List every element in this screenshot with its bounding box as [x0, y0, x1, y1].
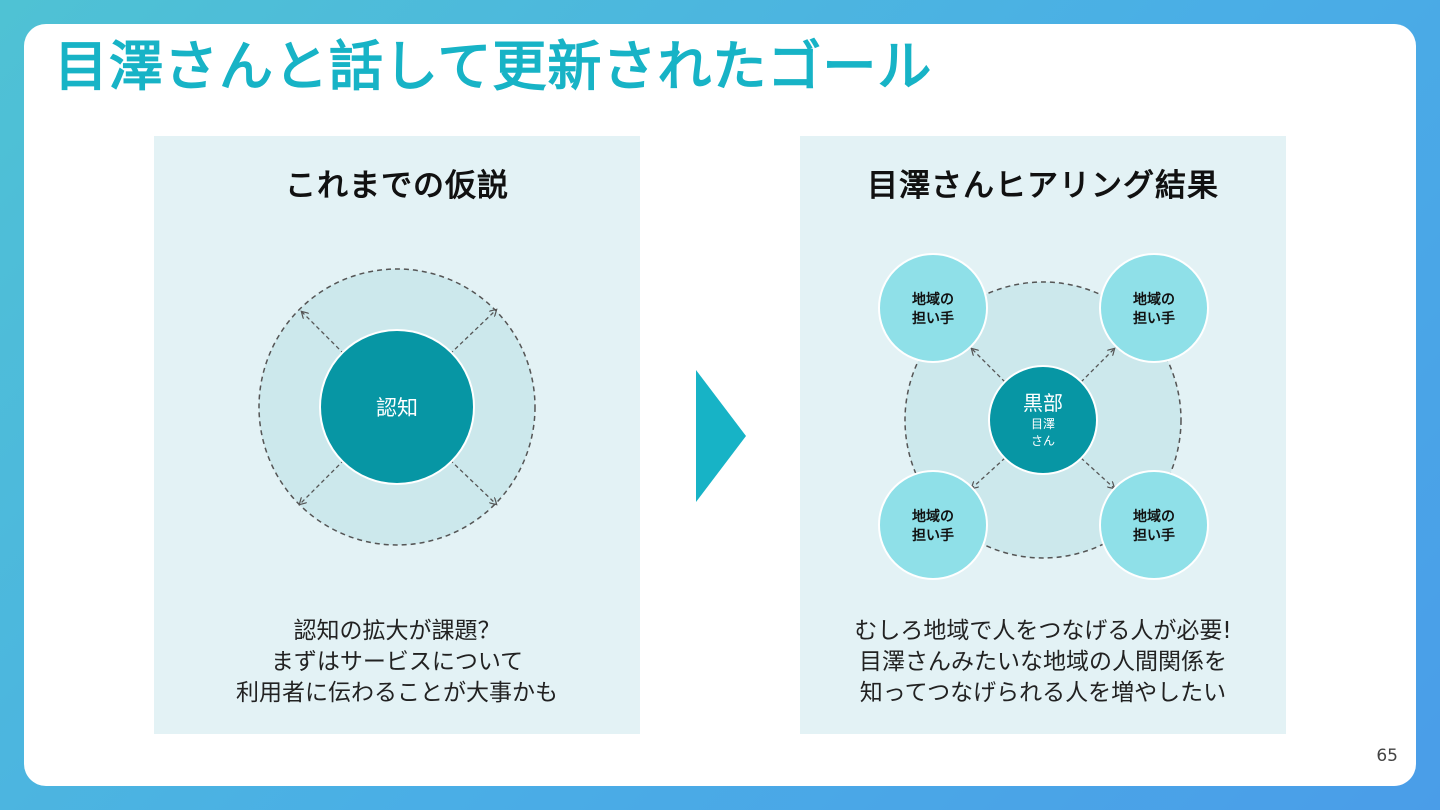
- san-label: さん: [1031, 434, 1055, 448]
- kurobe-circle: [988, 365, 1098, 475]
- node-label: 担い手: [912, 310, 954, 327]
- hypothesis-line: 認知の拡大が課題？: [293, 618, 501, 644]
- arrow-down-right: [1080, 457, 1114, 488]
- interview-heading: 目澤さんヒアリング結果: [867, 168, 1219, 204]
- node-bottom-left: 地域の 担い手: [878, 470, 988, 580]
- arrow-down-left: [300, 459, 345, 504]
- awareness-diagram: 認知: [258, 268, 536, 546]
- node-bottom-right: 地域の 担い手: [1099, 470, 1209, 580]
- arrow-up-left: [972, 349, 1006, 383]
- mezawa-label: 目澤: [1031, 417, 1055, 431]
- transition-arrow-icon: [696, 370, 746, 502]
- node-top-right: 地域の 担い手: [1099, 253, 1209, 363]
- hypothesis-panel: これまでの仮説 認知 認知の拡大が課題？ まずはサービスについて 利用者に伝わる…: [154, 136, 640, 734]
- node-label: 地域の: [1133, 291, 1175, 308]
- hypothesis-description: 認知の拡大が課題？ まずはサービスについて 利用者に伝わることが大事かも: [154, 616, 640, 709]
- kurobe-label: 黒部: [1023, 391, 1063, 415]
- hypothesis-heading: これまでの仮説: [285, 168, 509, 204]
- hypothesis-line: まずはサービスについて: [270, 649, 524, 675]
- awareness-label: 認知: [376, 396, 418, 420]
- interview-description: むしろ地域で人をつなげる人が必要! 目澤さんみたいな地域の人間関係を 知ってつな…: [800, 616, 1286, 709]
- node-label: 担い手: [912, 527, 954, 544]
- slide-title: 目澤さんと話して更新されたゴール: [54, 35, 933, 98]
- node-label: 地域の: [912, 508, 954, 525]
- node-label: 担い手: [1133, 527, 1175, 544]
- arrow-up-right: [449, 310, 496, 355]
- node-label: 地域の: [1133, 508, 1175, 525]
- page-number: 65: [1376, 746, 1398, 766]
- arrow-up-right: [1080, 349, 1114, 383]
- hypothesis-line: 利用者に伝わることが大事かも: [236, 680, 558, 706]
- awareness-circle: [319, 329, 475, 485]
- arrow-up-left: [302, 312, 345, 355]
- network-diagram: 黒部 目澤 さん 地域の 担い手 地域の 担い手 地域の 担い手 地域の 担い手: [878, 253, 1209, 580]
- node-top-left: 地域の 担い手: [878, 253, 988, 363]
- interview-line: 目澤さんみたいな地域の人間関係を: [859, 649, 1227, 675]
- interview-line: 知ってつなげられる人を増やしたい: [859, 680, 1227, 706]
- arrow-down-left: [972, 457, 1006, 488]
- interview-result-panel: 目澤さんヒアリング結果 黒部 目澤 さん 地域の 担い手 地域の 担い手 地域の: [800, 136, 1286, 734]
- arrow-down-right: [449, 459, 496, 504]
- node-label: 担い手: [1133, 310, 1175, 327]
- node-label: 地域の: [912, 291, 954, 308]
- interview-line: むしろ地域で人をつなげる人が必要!: [854, 618, 1232, 644]
